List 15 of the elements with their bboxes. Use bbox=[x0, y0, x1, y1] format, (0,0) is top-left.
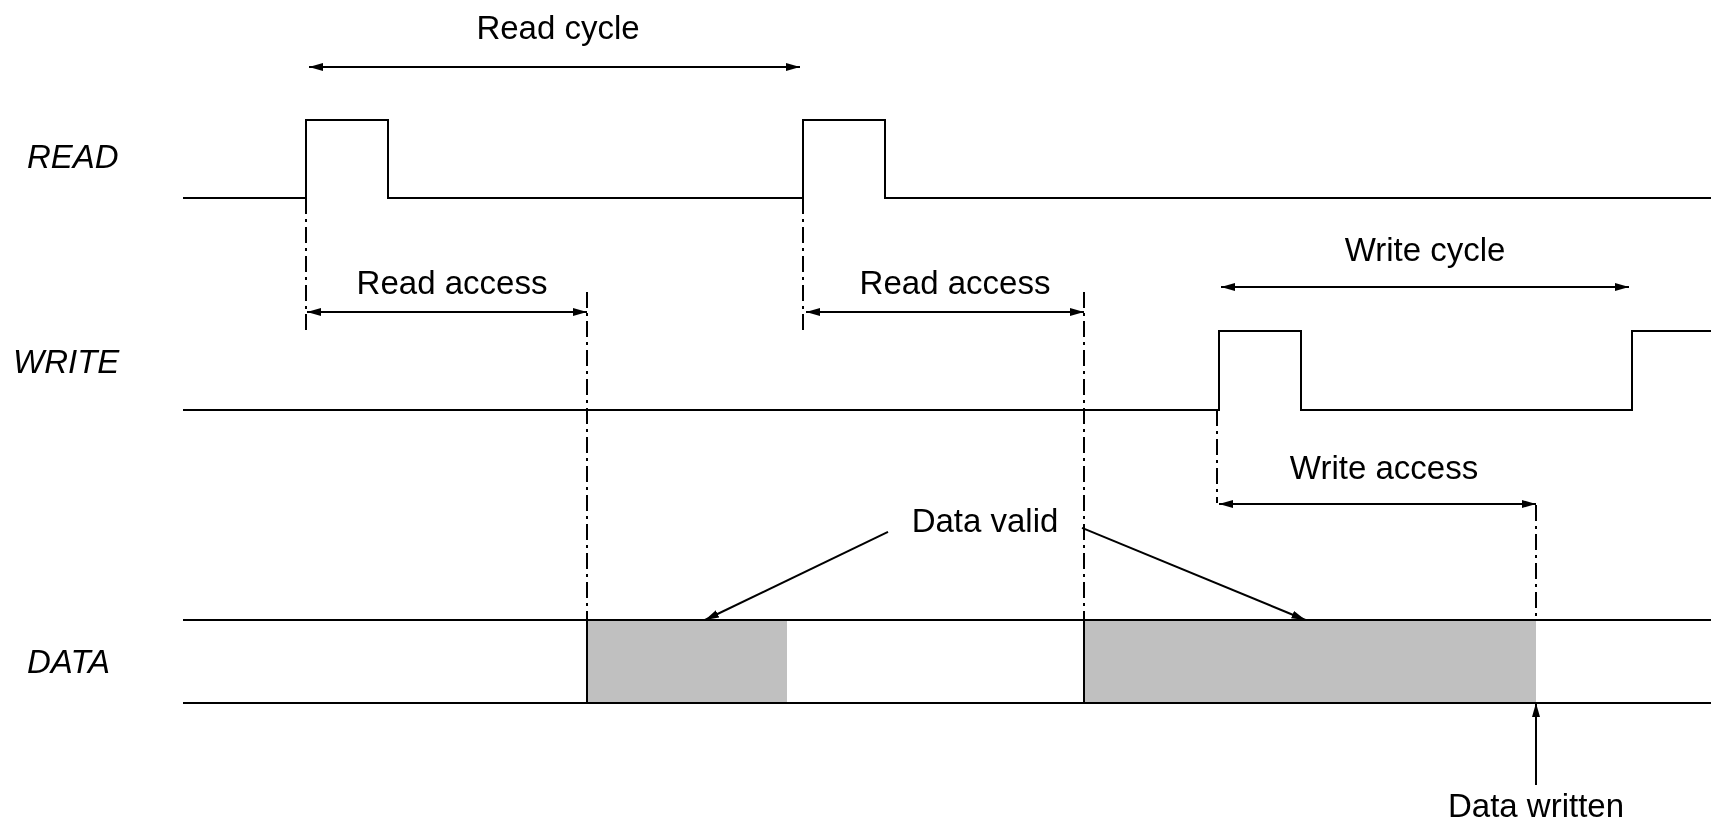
signal-name: WRITE bbox=[13, 344, 120, 378]
data-valid-region bbox=[1084, 620, 1536, 703]
leader-arrow bbox=[1081, 526, 1307, 621]
signal-name: DATA bbox=[27, 644, 111, 678]
timing-label: Read access bbox=[356, 265, 548, 299]
leader-arrow bbox=[1532, 702, 1540, 786]
annotation-text: Data written bbox=[1447, 788, 1625, 822]
timing-label: Write cycle bbox=[1344, 232, 1506, 266]
signal-name: READ bbox=[27, 139, 119, 173]
timing-label: Read cycle bbox=[476, 10, 640, 44]
timing-label: Write access bbox=[1289, 450, 1479, 484]
annotation-text: Data valid bbox=[911, 503, 1059, 537]
timing-label: Read access bbox=[859, 265, 1051, 299]
leader-arrow bbox=[704, 530, 889, 621]
data-valid-region bbox=[587, 620, 787, 703]
